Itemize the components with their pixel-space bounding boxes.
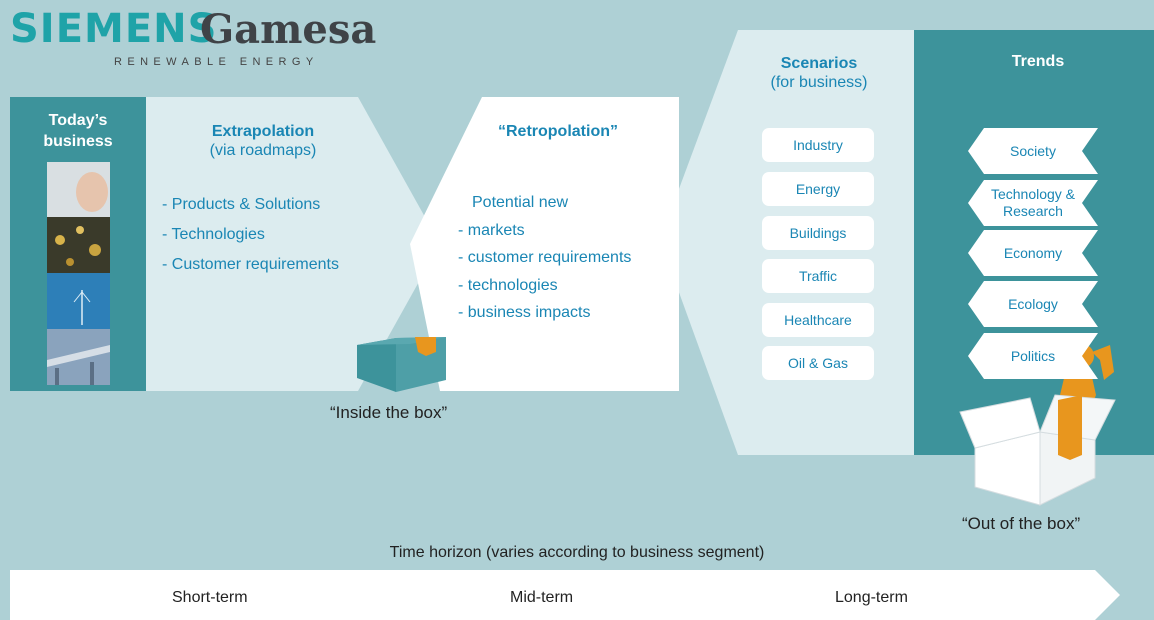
todays-business-title: Today’s business [43,112,113,150]
trend-technology-research: Technology & Research [968,180,1098,226]
scenario-healthcare: Healthcare [762,303,874,337]
time-horizon-label: Time horizon (varies according to busine… [389,544,765,561]
list-item: - Customer requirements [162,256,339,273]
scenario-oil-gas: Oil & Gas [762,346,874,380]
trend-label: Politics [1010,347,1056,364]
trend-label: Technology & Research [990,186,1076,219]
retropolation-shape [410,97,679,391]
retropolation-title: “Retropolation” [498,123,618,140]
scenario-traffic: Traffic [762,259,874,293]
extrapolation-list: - Products & Solutions - Technologies - … [162,190,339,280]
list-item: - markets [458,221,525,239]
trend-label: Ecology [1008,295,1058,312]
trend-ecology: Ecology [968,281,1098,327]
gamesa-logo: Gamesa [200,6,377,53]
trends-title: Trends [1011,53,1065,70]
trend-economy: Economy [968,230,1098,276]
list-item: - technologies [458,276,558,294]
extrapolation-title: Extrapolation [211,123,315,140]
scenario-industry: Industry [762,128,874,162]
closed-box-icon [357,337,446,392]
extrapolation-header: Extrapolation (via roadmaps) [158,122,368,160]
scenarios-header: Scenarios (for business) [752,54,886,92]
time-short-term: Short-term [172,589,248,606]
list-item: - customer requirements [458,249,632,266]
time-long-term: Long-term [835,589,908,606]
trend-society: Society [968,128,1098,174]
retropolation-intro: Potential new [472,194,569,211]
siemens-logo: SIEMENS [10,6,218,52]
time-horizon-arrow [10,570,1120,620]
list-item: - Technologies [162,226,265,243]
todays-business-photos [47,162,110,385]
list-item: - Products & Solutions [162,196,321,213]
trend-label: Society [1010,142,1056,159]
scenarios-subtitle: (for business) [770,74,868,91]
time-mid-term: Mid-term [510,589,574,606]
photo-offshore-wind [47,273,110,329]
scenarios-title: Scenarios [780,55,858,72]
logo-subtitle: RENEWABLE ENERGY [114,56,319,68]
extrapolation-chevron [146,97,440,391]
trend-politics: Politics [968,333,1098,379]
photo-city-lights [47,217,110,273]
scenario-buildings: Buildings [762,216,874,250]
list-item: - business impacts [458,304,591,321]
inside-box-caption: “Inside the box” [330,403,448,422]
out-box-caption: “Out of the box” [962,514,1081,533]
extrapolation-subtitle: (via roadmaps) [209,142,317,159]
retropolation-list: Potential new - markets - customer requi… [458,189,631,327]
trend-label: Economy [1003,244,1063,261]
scenario-energy: Energy [762,172,874,206]
